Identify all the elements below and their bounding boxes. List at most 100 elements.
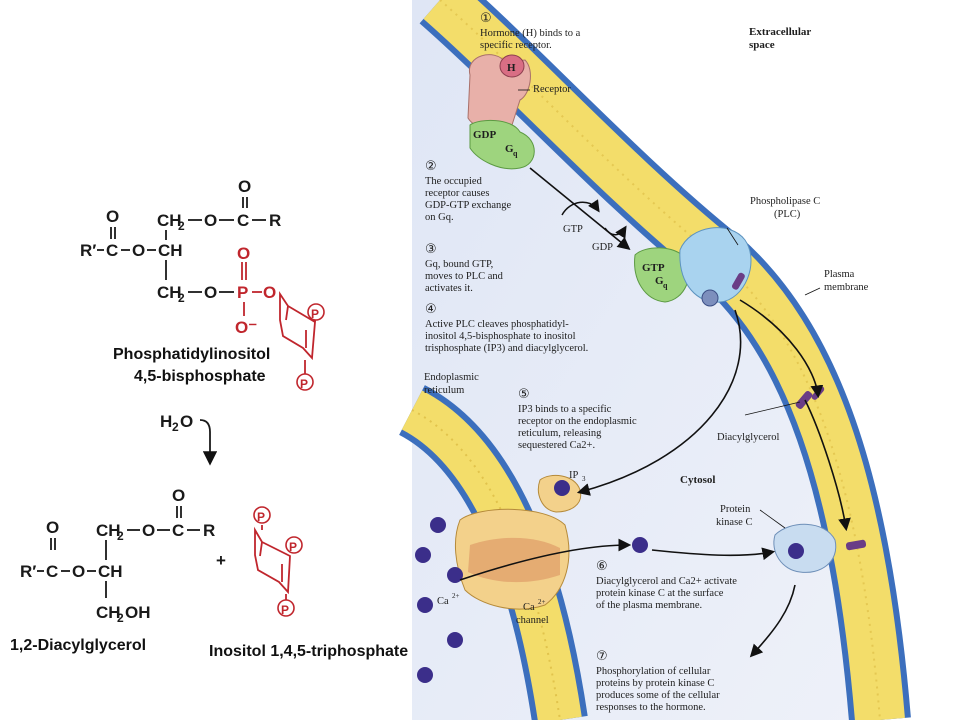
svg-text:⑤: ⑤ bbox=[518, 387, 530, 402]
calcium-ions bbox=[415, 517, 648, 683]
svg-text:2+: 2+ bbox=[538, 598, 546, 606]
svg-text:IP3 binds to a specific: IP3 binds to a specific bbox=[518, 404, 612, 415]
pip2-ch2-bottom: CH bbox=[157, 283, 182, 302]
svg-text:CH: CH bbox=[98, 562, 123, 581]
svg-text:responses to the hormone.: responses to the hormone. bbox=[596, 702, 706, 713]
svg-text:O: O bbox=[132, 241, 145, 260]
svg-text:q: q bbox=[663, 281, 668, 290]
hydrolysis-step: H 2 O bbox=[160, 412, 218, 466]
er-membrane bbox=[398, 385, 588, 720]
step-3: ③ Gq, bound GTP, moves to PLC and activa… bbox=[425, 242, 504, 294]
dag-name: 1,2-Diacylglycerol bbox=[10, 637, 146, 654]
svg-text:⑦: ⑦ bbox=[596, 649, 608, 664]
step-6: ⑥ Diacylglycerol and Ca2+ activate prote… bbox=[596, 559, 737, 611]
diacylglycerol-label: Diacylglycerol bbox=[717, 432, 779, 443]
ca-label: Ca bbox=[437, 596, 449, 607]
ip3-label: IP bbox=[569, 470, 578, 481]
svg-text:Gq, bound GTP,: Gq, bound GTP, bbox=[425, 259, 493, 270]
svg-text:CH: CH bbox=[158, 241, 183, 260]
svg-text:P: P bbox=[311, 307, 319, 321]
svg-text:O: O bbox=[72, 562, 85, 581]
svg-text:2: 2 bbox=[172, 420, 179, 434]
pip2-name-line2: 4,5-bisphosphate bbox=[134, 368, 266, 385]
er-label-1: Endoplasmic bbox=[424, 372, 479, 383]
plc-label-1: Phospholipase C bbox=[750, 196, 820, 207]
gdp-label: GDP bbox=[592, 242, 613, 253]
svg-text:OH: OH bbox=[125, 603, 151, 622]
svg-text:of the plasma membrane.: of the plasma membrane. bbox=[596, 600, 702, 611]
step-2: ② The occupied receptor causes GDP-GTP e… bbox=[425, 159, 512, 223]
er-label-2: reticulum bbox=[424, 385, 464, 396]
svg-text:2: 2 bbox=[178, 291, 185, 305]
svg-text:⑥: ⑥ bbox=[596, 559, 608, 574]
pip2-o-minus: O⁻ bbox=[235, 318, 257, 337]
phosphate-badge-icon bbox=[277, 599, 295, 617]
svg-text:R: R bbox=[203, 521, 215, 540]
extracellular-label-1: Extracellular bbox=[749, 26, 811, 38]
svg-text:sequestered Ca2+.: sequestered Ca2+. bbox=[518, 440, 595, 451]
svg-text:2: 2 bbox=[117, 611, 124, 625]
step-7: ⑦ Phosphorylation of cellular proteins b… bbox=[596, 649, 720, 713]
svg-text:Phosphorylation of cellular: Phosphorylation of cellular bbox=[596, 666, 711, 677]
svg-text:GDP-GTP exchange: GDP-GTP exchange bbox=[425, 200, 512, 211]
svg-text:G: G bbox=[505, 143, 514, 155]
plasma-membrane-label-1: Plasma bbox=[824, 269, 855, 280]
svg-text:inositol 4,5-bisphosphate to i: inositol 4,5-bisphosphate to inositol bbox=[425, 331, 576, 342]
phosphate-badge-icon bbox=[253, 506, 271, 524]
svg-text:activates it.: activates it. bbox=[425, 283, 473, 294]
extracellular-label-2: space bbox=[749, 39, 775, 51]
svg-text:protein kinase C at the surfac: protein kinase C at the surface bbox=[596, 588, 724, 599]
phosphate-badge-icon bbox=[285, 536, 303, 554]
svg-text:C: C bbox=[106, 241, 118, 260]
pip2-carbonyl-o-left: O bbox=[106, 207, 119, 226]
svg-text:O: O bbox=[263, 283, 276, 302]
svg-text:①: ① bbox=[480, 11, 492, 26]
svg-text:Active PLC cleaves phosphatidy: Active PLC cleaves phosphatidyl- bbox=[425, 319, 569, 330]
pip2-structure: O O CH 2 O C R R′ C O CH CH 2 O P O O⁻ bbox=[80, 177, 325, 391]
gtp-label: GTP bbox=[563, 224, 583, 235]
svg-text:O: O bbox=[204, 283, 217, 302]
pkc-label-1: Protein bbox=[720, 504, 751, 515]
ip3-name: Inositol 1,4,5-triphosphate bbox=[209, 643, 408, 660]
gq-gdp-complex: GDP G q bbox=[469, 119, 535, 170]
svg-text:2: 2 bbox=[117, 529, 124, 543]
chemistry-panel bbox=[0, 170, 400, 660]
pip2-name-line1: Phosphatidylinositol bbox=[113, 346, 270, 363]
dag-ch2-top: CH bbox=[96, 521, 121, 540]
svg-text:2: 2 bbox=[178, 219, 185, 233]
svg-text:specific receptor.: specific receptor. bbox=[480, 40, 552, 51]
svg-text:P: P bbox=[289, 540, 297, 554]
ca-channel-label-1: Ca bbox=[523, 602, 535, 613]
receptor: H bbox=[467, 54, 531, 131]
svg-text:H: H bbox=[507, 62, 516, 74]
svg-text:O: O bbox=[180, 412, 193, 431]
svg-text:②: ② bbox=[425, 159, 437, 174]
pip2-inositol-ring: P P bbox=[279, 291, 325, 391]
plus-sign: + bbox=[216, 551, 226, 570]
pip2-carbonyl-o-right: O bbox=[238, 177, 251, 196]
dag-r-prime: R′ bbox=[20, 562, 36, 581]
pkc-label-2: kinase C bbox=[716, 517, 752, 528]
ca-channel-label-2: channel bbox=[516, 615, 549, 626]
cytosol-label: Cytosol bbox=[680, 474, 715, 486]
ip3-structure: P P P Inositol 1,4,5-triphosphate bbox=[209, 506, 408, 660]
ip3-bound bbox=[554, 480, 570, 496]
svg-text:produces some of the cellular: produces some of the cellular bbox=[596, 690, 720, 701]
calcium-channel bbox=[455, 474, 582, 610]
pip2-phosphorus: P bbox=[237, 283, 248, 302]
svg-text:O: O bbox=[172, 486, 185, 505]
dag-structure: O O CH 2 O C R R′ C O CH CH 2 OH 1,2-Dia… bbox=[10, 486, 215, 654]
plasma-membrane-label-2: membrane bbox=[824, 282, 869, 293]
svg-text:O: O bbox=[142, 521, 155, 540]
svg-text:R: R bbox=[269, 211, 281, 230]
protein-kinase-c bbox=[773, 523, 837, 573]
step-4: ④ Active PLC cleaves phosphatidyl- inosi… bbox=[425, 302, 588, 354]
plc-label-2: (PLC) bbox=[774, 209, 801, 220]
svg-text:The occupied: The occupied bbox=[425, 176, 483, 187]
svg-text:O: O bbox=[204, 211, 217, 230]
pip2-r-prime: R′ bbox=[80, 241, 96, 260]
signaling-diagram: H GDP G q GTP G q bbox=[398, 0, 960, 720]
svg-text:O: O bbox=[237, 244, 250, 263]
gq-gtp-complex: GTP G q bbox=[634, 247, 690, 303]
svg-text:P: P bbox=[300, 377, 308, 391]
